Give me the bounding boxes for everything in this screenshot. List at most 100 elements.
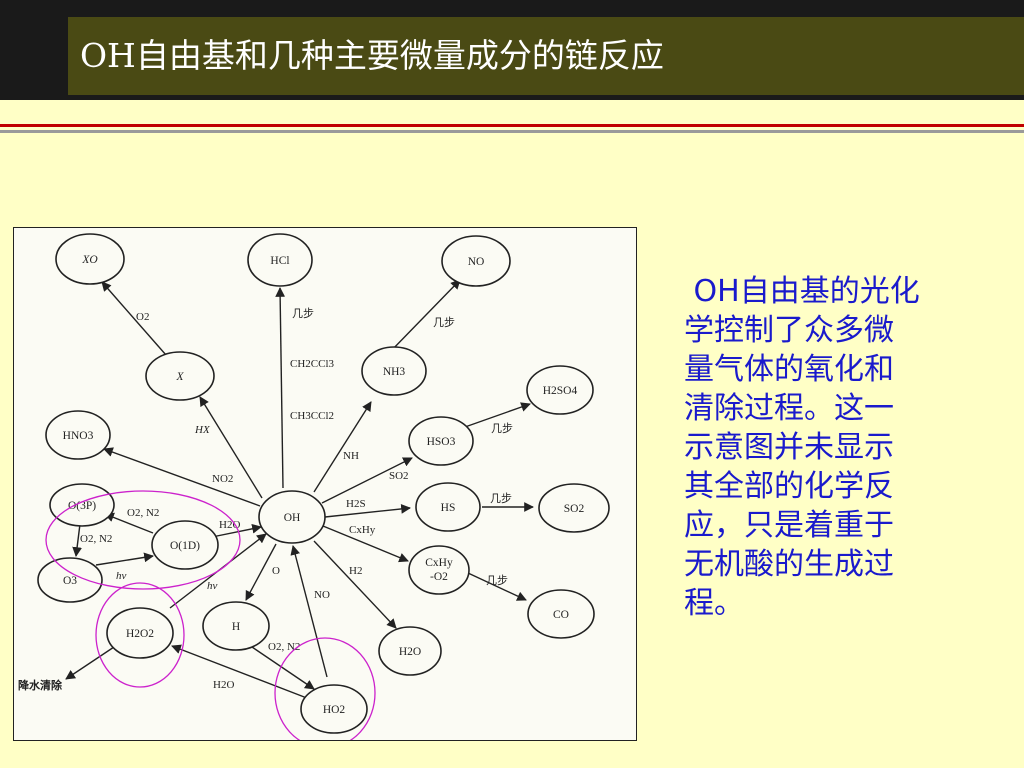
arrow-ho2-h2o2 (171, 644, 313, 701)
node-cxhy-label-2: -O2 (430, 571, 448, 583)
node-h2o2-label: H2O2 (126, 628, 154, 640)
node-oh (258, 490, 326, 544)
node-ho2-label: HO2 (323, 704, 346, 716)
node-h2o-label: H2O (399, 646, 421, 658)
arrow-o3-o1d (95, 552, 154, 566)
node-xo (55, 233, 125, 285)
arrow-x-xo (101, 281, 167, 356)
arrow-hso3-h2so4 (464, 402, 531, 428)
node-so2-label: SO2 (564, 503, 585, 515)
label-jibu-h2so4: 几步 (491, 422, 513, 435)
arrow-o1d-o3p (104, 512, 154, 534)
label-nh: NH (343, 450, 359, 462)
node-o3 (37, 557, 103, 603)
note-line-6: 其全部的化学反 (684, 469, 894, 504)
arrow-oh-cxhy (322, 525, 409, 563)
node-o1d (151, 520, 219, 570)
node-so2 (538, 483, 610, 533)
node-o3-label: O3 (63, 575, 77, 587)
arrow-oh-hs (324, 504, 411, 518)
node-h (202, 601, 270, 651)
arrow-oh-nh3 (313, 401, 372, 493)
label-hx: HX (194, 424, 211, 436)
label-cxhy: CxHy (349, 524, 376, 536)
note-line-3: 量气体的氧化和 (684, 352, 894, 387)
node-h2o2 (106, 607, 174, 659)
label-ch2ccl3: CH2CCl3 (290, 358, 335, 370)
node-x (145, 351, 215, 401)
node-h-label: H (232, 621, 240, 633)
arrow-oh-h2o (313, 540, 397, 629)
node-hs (415, 482, 481, 532)
note-line-8: 无机酸的生成过 (684, 547, 894, 582)
node-nh3-label: NH3 (383, 366, 406, 378)
highlight-h2o2 (95, 582, 185, 688)
note-line-4: 清除过程。这一 (684, 391, 894, 426)
divider-gray (0, 130, 1024, 133)
description-text: OH自由基的光化 学控制了众多微 量气体的氧化和 清除过程。这一 示意图并未显示… (684, 272, 974, 623)
arrow-oh-hno3 (103, 447, 261, 507)
node-co-label: CO (553, 609, 569, 621)
node-cxhy-label-1: CxHy (425, 557, 453, 569)
node-o1d-label: O(1D) (170, 540, 200, 552)
node-o3p-label: O(3P) (68, 500, 96, 512)
arrow-nh3-no (388, 279, 461, 354)
label-rain-removal: 降水清除 (18, 678, 63, 692)
node-x-label: X (175, 371, 184, 383)
highlight-oxygen-cycle (45, 490, 241, 590)
reaction-diagram-svg: XO HCl NO X NH3 H2SO4 HNO3 HSO3 O(3P) OH… (18, 233, 610, 749)
label-o2n2-a: O2, N2 (127, 507, 159, 519)
node-hcl (247, 233, 313, 287)
label-o: O (272, 565, 280, 577)
label-h2: H2 (349, 565, 362, 577)
node-no (441, 235, 511, 287)
node-oh-label: OH (284, 512, 301, 524)
note-line-9: 程。 (684, 586, 744, 621)
node-hso3-label: HSO3 (427, 436, 456, 448)
reaction-diagram: XO HCl NO X NH3 H2SO4 HNO3 HSO3 O(3P) OH… (13, 227, 637, 749)
arrow-cxhy-co (467, 572, 527, 601)
label-o2n2-b: O2, N2 (80, 533, 112, 545)
node-o3p (49, 483, 115, 527)
node-no-label: NO (468, 256, 485, 268)
node-co (527, 589, 595, 639)
label-jibu-no: 几步 (433, 316, 455, 329)
label-hv-b: hν (207, 580, 218, 592)
arrow-h-ho2 (251, 646, 315, 690)
label-ch3ccl2: CH3CCl2 (290, 410, 334, 422)
node-hno3 (45, 410, 111, 460)
label-jibu-hcl: 几步 (292, 307, 314, 320)
arrow-ho2-oh (290, 545, 328, 678)
label-no2: NO2 (212, 473, 233, 485)
divider-red (0, 124, 1024, 127)
arrow-o1d-oh (211, 523, 262, 538)
label-so2: SO2 (389, 470, 409, 482)
node-cxhy (408, 545, 470, 595)
label-h2s: H2S (346, 498, 366, 510)
label-no: NO (314, 589, 330, 601)
arrow-h2o2-rain (65, 646, 115, 680)
node-hcl-label: HCl (270, 255, 289, 267)
note-line-7: 应，只是着重于 (684, 508, 894, 543)
label-h2o-a: H2O (219, 519, 240, 531)
node-ho2 (300, 684, 368, 734)
slide-title: OH自由基和几种主要微量成分的链反应 (80, 36, 664, 75)
label-o2: O2 (136, 311, 149, 323)
node-hs-label: HS (441, 502, 456, 514)
label-jibu-so2: 几步 (490, 492, 512, 505)
label-h2o-b: H2O (213, 679, 234, 691)
note-line-1: OH自由基的光化 (684, 274, 920, 309)
note-line-5: 示意图并未显示 (684, 430, 894, 465)
node-h2so4-label: H2SO4 (543, 385, 578, 397)
arrow-oh-h (245, 543, 277, 601)
title-bar: OH自由基和几种主要微量成分的链反应 (68, 17, 1024, 95)
node-hso3 (408, 416, 474, 466)
label-hv-a: hν (116, 570, 127, 582)
note-line-2: 学控制了众多微 (684, 313, 894, 348)
arrow-oh-x (199, 396, 263, 499)
node-h2so4 (526, 365, 594, 415)
node-h2o (378, 626, 442, 676)
label-jibu-co: 几步 (486, 574, 508, 587)
node-nh3 (361, 346, 427, 396)
label-o2n2-c: O2, N2 (268, 641, 300, 653)
